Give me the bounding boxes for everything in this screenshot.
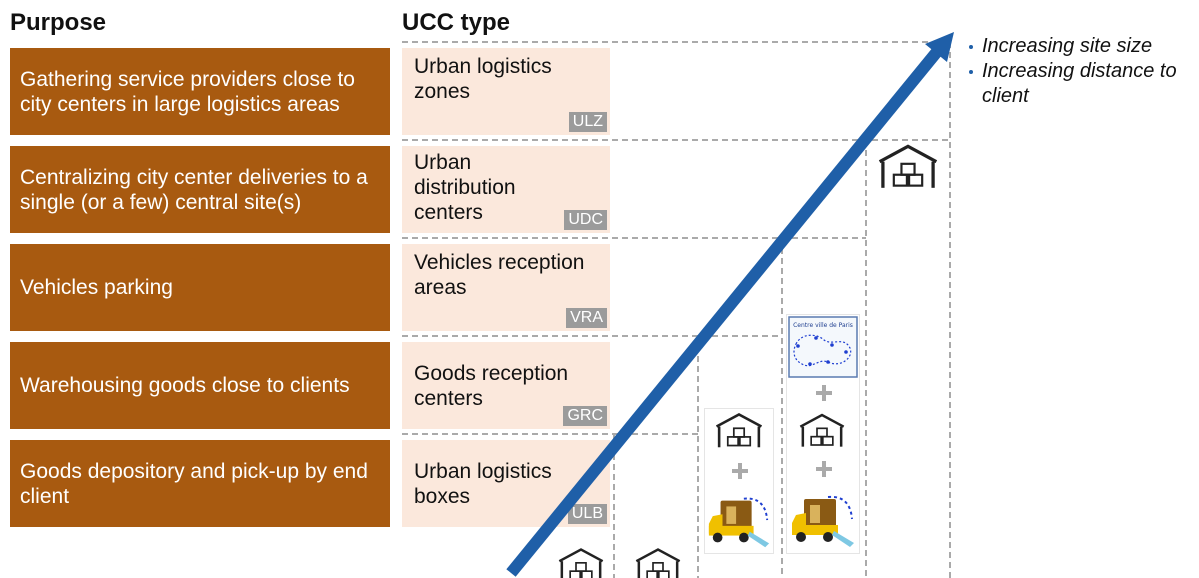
purpose-row-2: Centralizing city center deliveries to a… [10,146,390,233]
ucc-type-heading: UCC type [402,9,511,36]
notes-list: Increasing site size Increasing distance… [966,34,1182,109]
delivery-truck-icon [788,491,858,549]
purpose-row-4: Warehousing goods close to clients [10,342,390,429]
warehouse-icon [797,411,847,449]
ucc-label: Urban distribution centers [414,151,516,224]
purpose-row-1: Gathering service providers close to cit… [10,48,390,135]
warehouse-icon [633,546,683,578]
warehouse-icon [873,142,943,190]
purpose-text: Goods depository and pick-up by end clie… [20,459,368,508]
ucc-row-3: Vehicles reception areas VRA [402,244,610,331]
plus-icon [730,461,750,481]
ucc-row-2: Urban distribution centers UDC [402,146,610,233]
ucc-code-badge: ULB [567,504,607,524]
ucc-code-badge: GRC [563,406,607,426]
purpose-text: Gathering service providers close to cit… [20,67,355,116]
delivery-truck-icon [705,493,773,549]
ucc-row-5: Urban logistics boxes ULB [402,440,610,527]
ucc-code-badge: VRA [566,308,607,328]
warehouse-icon [633,546,683,578]
route-map-icon: Centre ville de Paris [788,316,858,378]
note-item: Increasing site size [966,34,1182,59]
warehouse-icon [873,142,945,190]
note-item: Increasing distance to client [966,59,1182,109]
ucc-label: Urban logistics zones [414,55,552,103]
purpose-row-5: Goods depository and pick-up by end clie… [10,440,390,527]
ucc-row-4: Goods reception centers GRC [402,342,610,429]
map-label: Centre ville de Paris [793,322,853,329]
warehouse-icon [556,546,606,578]
ucc-label: Urban logistics boxes [414,459,552,508]
purpose-text: Warehousing goods close to clients [20,374,350,397]
purpose-text: Centralizing city center deliveries to a… [20,165,368,214]
map-warehouse-truck-combo: Centre ville de Paris [786,314,860,554]
ucc-row-1: Urban logistics zones ULZ [402,48,610,135]
plus-icon [814,383,834,403]
ucc-label: Vehicles reception areas [414,251,585,299]
warehouse-icon [713,411,765,449]
ucc-label: Goods reception centers [414,361,569,410]
purpose-heading: Purpose [10,9,107,36]
ucc-code-badge: UDC [564,210,607,230]
warehouse-truck-combo [704,408,774,554]
purpose-row-3: Vehicles parking [10,244,390,331]
purpose-text: Vehicles parking [20,276,173,299]
ucc-code-badge: ULZ [568,112,607,132]
warehouse-icon [556,546,606,578]
plus-icon [814,459,834,479]
